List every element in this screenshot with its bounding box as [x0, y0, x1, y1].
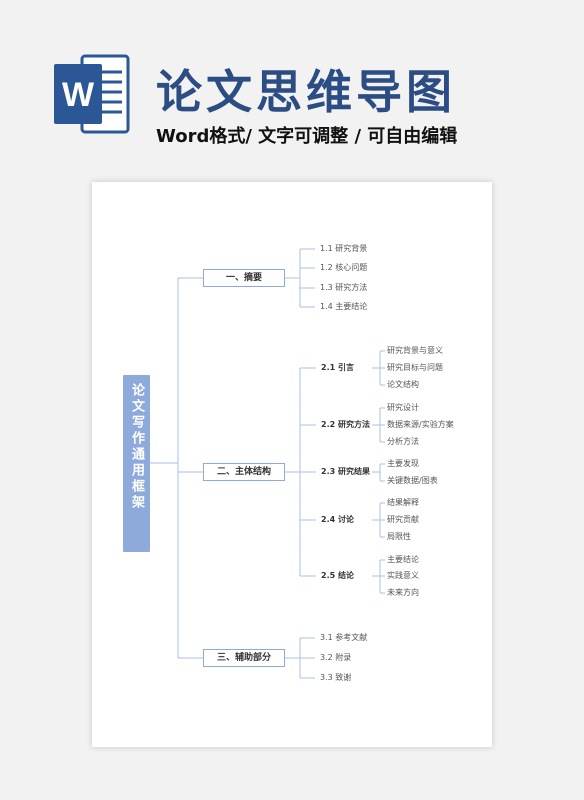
leaf-item: 主要发现: [387, 459, 419, 468]
abstract-item: 1.3 研究方法: [320, 283, 368, 292]
section-supplementary: 三、辅助部分: [203, 649, 285, 667]
leaf-item: 论文结构: [387, 380, 419, 389]
mindmap-root: 论文写作通用框架: [123, 375, 150, 552]
leaf-item: 主要结论: [387, 555, 419, 564]
subsection-methods: 2.2 研究方法: [321, 420, 370, 429]
logo-letter: W: [62, 76, 95, 114]
leaf-item: 研究背景与意义: [387, 346, 443, 355]
supplementary-item: 3.3 致谢: [320, 673, 352, 682]
section-abstract: 一、摘要: [203, 269, 285, 287]
supplementary-item: 3.2 附录: [320, 653, 352, 662]
connector-lines: [150, 248, 385, 679]
abstract-item: 1.2 核心问题: [320, 263, 368, 272]
page-title: 论文思维导图: [156, 65, 456, 119]
leaf-item: 局限性: [387, 532, 411, 541]
leaf-item: 分析方法: [387, 437, 419, 446]
leaf-item: 研究贡献: [387, 515, 419, 524]
root-label: 论文写作通用框架: [129, 383, 144, 511]
abstract-item: 1.4 主要结论: [320, 302, 368, 311]
page-subtitle: Word格式/ 文字可调整 / 可自由编辑: [156, 126, 458, 147]
leaf-item: 未来方向: [387, 588, 419, 597]
abstract-item: 1.1 研究背景: [320, 244, 368, 253]
subsection-introduction: 2.1 引言: [321, 363, 354, 372]
leaf-item: 关键数据/图表: [387, 476, 438, 485]
subsection-discussion: 2.4 讨论: [321, 515, 354, 524]
subsection-results: 2.3 研究结果: [321, 467, 370, 476]
mindmap-sheet: 论文写作通用框架 一、摘要 二、主体结构 三、辅助部分 1.1 研究背景 1.2…: [92, 182, 492, 747]
subsection-conclusion: 2.5 结论: [321, 571, 354, 580]
leaf-item: 研究目标与问题: [387, 363, 443, 372]
leaf-item: 实践意义: [387, 571, 419, 580]
section-main-structure: 二、主体结构: [203, 463, 285, 481]
leaf-item: 研究设计: [387, 403, 419, 412]
word-document-icon: W: [54, 54, 130, 134]
leaf-item: 数据来源/实验方案: [387, 420, 454, 429]
leaf-item: 结果解释: [387, 498, 419, 507]
supplementary-item: 3.1 参考文献: [320, 633, 368, 642]
